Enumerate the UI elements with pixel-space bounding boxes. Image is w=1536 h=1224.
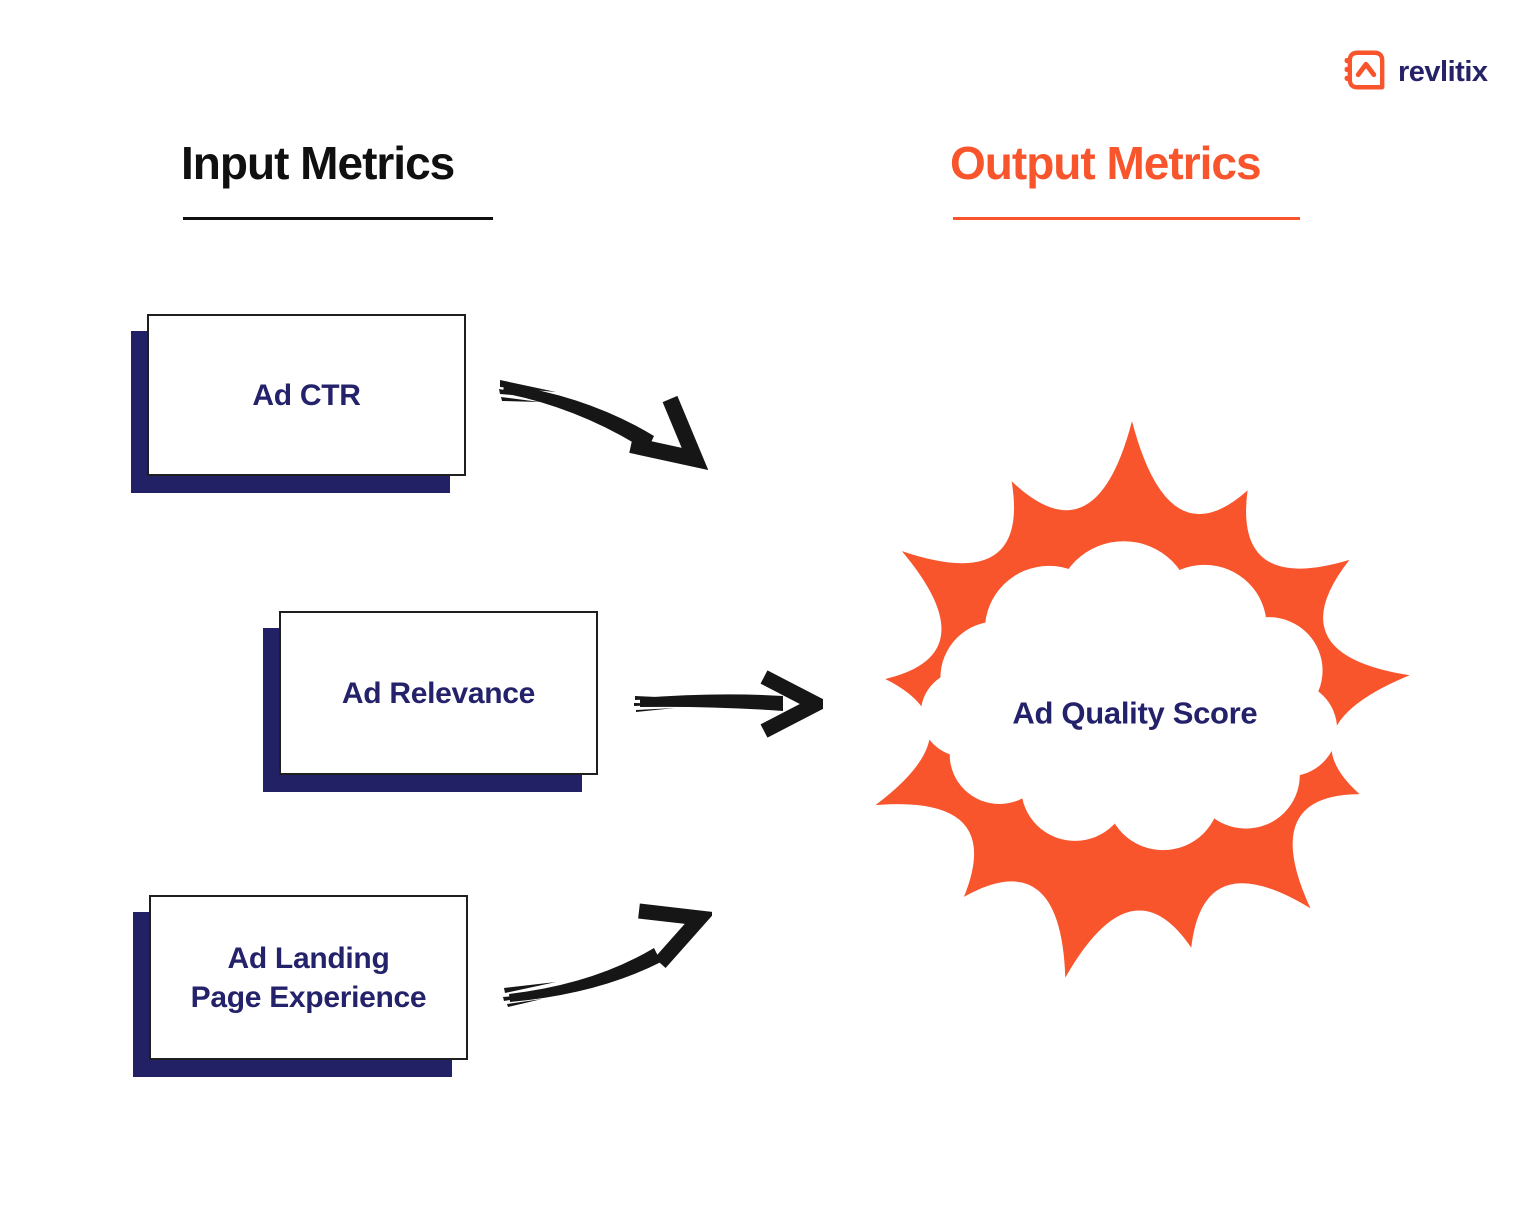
output-metrics-heading: Output Metrics bbox=[950, 137, 1262, 189]
cloud-shape bbox=[920, 541, 1338, 851]
metric-label: Ad Landing Page Experience bbox=[190, 941, 427, 1014]
output-starburst: Ad Quality Score bbox=[842, 416, 1422, 1001]
brush-arrow-down-right-icon bbox=[498, 372, 709, 487]
metric-label: Ad CTR bbox=[252, 378, 361, 412]
brand-name: revlitix bbox=[1398, 56, 1488, 88]
metric-box-ad-relevance: Ad Relevance bbox=[279, 611, 598, 775]
brand-logo: revlitix bbox=[1343, 47, 1488, 98]
metric-box-ad-ctr: Ad CTR bbox=[147, 314, 466, 476]
metric-box-ad-landing-page-experience: Ad Landing Page Experience bbox=[149, 895, 468, 1060]
output-metrics-underline bbox=[953, 217, 1300, 220]
input-metrics-heading: Input Metrics bbox=[181, 137, 455, 189]
metric-label: Ad Relevance bbox=[341, 676, 536, 710]
brush-arrow-up-right-icon bbox=[502, 896, 716, 1016]
output-metric-label: Ad Quality Score bbox=[1012, 695, 1258, 731]
starburst-explosion-icon bbox=[875, 421, 1410, 978]
brush-arrow-right-icon bbox=[633, 665, 833, 750]
revlitix-logo-icon bbox=[1343, 47, 1389, 98]
input-metrics-underline bbox=[183, 217, 493, 220]
